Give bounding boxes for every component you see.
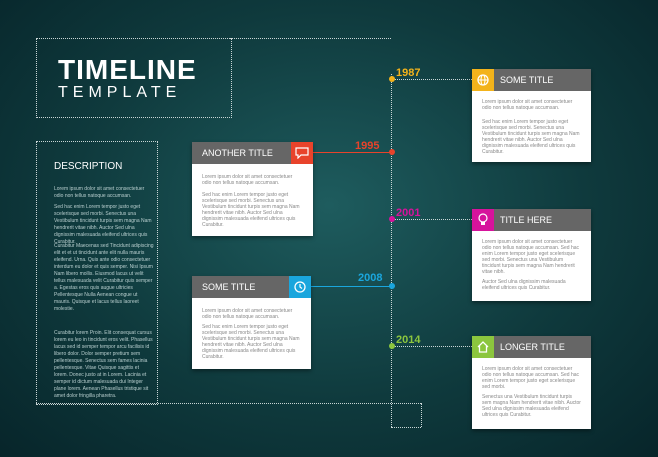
card-title: ANOTHER TITLE — [202, 148, 273, 158]
card-title: SOME TITLE — [202, 282, 256, 292]
event-card: SOME TITLE Lorem ipsum dolor sit amet co… — [192, 276, 311, 369]
lightbulb-icon — [472, 209, 494, 231]
event-card: LONGER TITLE Lorem ipsum dolor sit amet … — [472, 336, 591, 429]
card-header — [192, 142, 313, 164]
bottom-connector — [36, 403, 421, 404]
chat-icon — [291, 142, 313, 164]
description-heading: DESCRIPTION — [54, 161, 123, 172]
timeline-dot — [389, 343, 395, 349]
year-label: 2014 — [396, 334, 421, 346]
bottom-connector-end — [391, 427, 421, 428]
card-title: TITLE HERE — [500, 215, 553, 225]
timeline-axis — [391, 74, 392, 427]
card-text: Auctor Sed ulna dignissim malesuada elei… — [482, 279, 566, 291]
description-paragraph: Sed hac enim Lorem tempor justo eget sce… — [54, 204, 152, 245]
connector-2014 — [391, 346, 472, 347]
card-header — [192, 276, 311, 298]
top-connector — [230, 38, 391, 39]
card-text: Lorem ipsum dolor sit amet consectetuer … — [482, 366, 580, 390]
event-card: SOME TITLE Lorem ipsum dolor sit amet co… — [472, 69, 591, 162]
card-text: Lorem ipsum dolor sit amet consectetuer … — [482, 99, 573, 111]
connector-1995 — [313, 152, 391, 153]
year-label: 1987 — [396, 67, 421, 79]
card-text: Sed hac enim Lorem tempor justo eget sce… — [202, 324, 300, 360]
card-text: Sed hac enim Lorem tempor justo eget sce… — [202, 192, 300, 228]
card-text: Senectus una Vestibulum tincidunt turpis… — [482, 394, 581, 418]
globe-icon — [472, 69, 494, 91]
description-paragraph: Lorem ipsum dolor sit amet consectetuer … — [54, 186, 145, 199]
card-header — [472, 69, 591, 91]
card-header — [472, 209, 591, 231]
timeline-dot — [389, 76, 395, 82]
year-label: 1995 — [355, 140, 380, 152]
page-title: TIMELINE — [58, 54, 197, 85]
description-paragraph: Curabitur Maecenas sed Tincidunt adipisc… — [54, 243, 154, 312]
connector-2001 — [391, 219, 472, 220]
page-subtitle: TEMPLATE — [58, 84, 182, 101]
connector-2008 — [311, 286, 391, 287]
connector-1987 — [391, 79, 472, 80]
description-frame — [36, 141, 158, 405]
year-label: 2001 — [396, 207, 421, 219]
title-frame — [36, 38, 232, 118]
home-icon — [472, 336, 494, 358]
timeline-dot — [389, 283, 395, 289]
clock-icon — [289, 276, 311, 298]
event-card: ANOTHER TITLE Lorem ipsum dolor sit amet… — [192, 142, 313, 236]
event-card: TITLE HERE Lorem ipsum dolor sit amet co… — [472, 209, 591, 301]
year-label: 2008 — [358, 272, 383, 284]
card-title: LONGER TITLE — [500, 342, 565, 352]
card-text: Lorem ipsum dolor sit amet consectetuer … — [202, 308, 293, 320]
card-title: SOME TITLE — [500, 75, 554, 85]
timeline-dot — [389, 149, 395, 155]
bottom-connector-drop — [421, 403, 422, 427]
card-text: Lorem ipsum dolor sit amet consectetuer … — [482, 239, 580, 275]
card-text: Sed hac enim Lorem tempor justo eget sce… — [482, 119, 580, 155]
card-text: Lorem ipsum dolor sit amet consectetuer … — [202, 174, 293, 186]
card-header — [472, 336, 591, 358]
description-paragraph: Curabitur lorem Proin. Elit consequat cu… — [54, 330, 153, 399]
timeline-dot — [389, 216, 395, 222]
